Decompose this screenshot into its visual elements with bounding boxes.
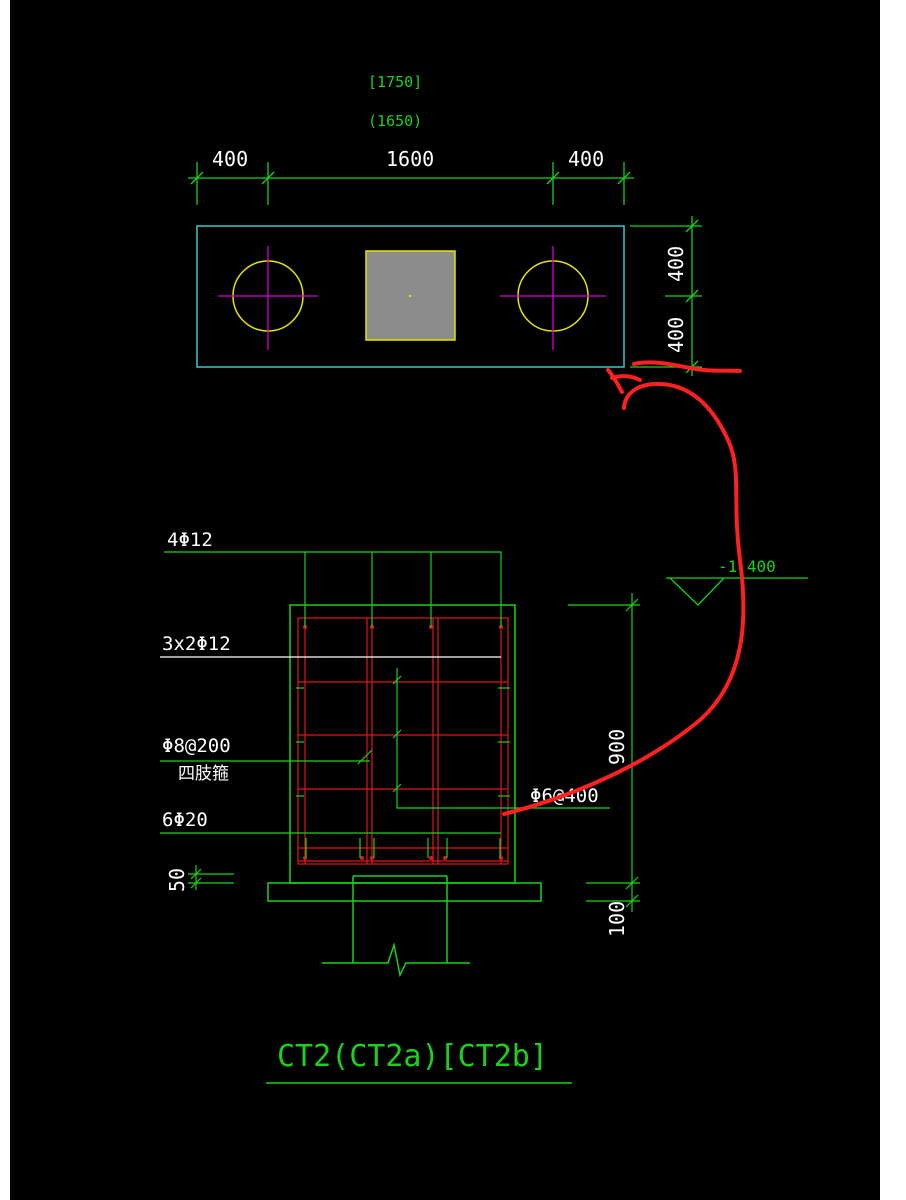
- annotation-arrow-curve: [502, 381, 746, 816]
- pile-left: [218, 246, 318, 350]
- label-bottom-bars: 6Φ20: [162, 809, 208, 831]
- plan-dim-total-2: (1650): [368, 112, 422, 130]
- annotation-arrow-head: [606, 368, 642, 394]
- elevation-value: -1.400: [718, 557, 776, 576]
- column-section: [365, 250, 456, 341]
- tie-details: [296, 668, 510, 858]
- plan-dim-middle: 1600: [386, 147, 434, 171]
- dim-height: 900: [605, 729, 629, 765]
- drawing-title: CT2(CT2a)[CT2b]: [277, 1039, 548, 1074]
- plan-view: [1750] (1650) 400 1600 400: [188, 73, 702, 376]
- dim-cover: 50: [165, 868, 189, 892]
- plan-dim-total-1: [1750]: [368, 73, 422, 91]
- leader-lines: [160, 551, 610, 834]
- elevation-marker: [666, 577, 808, 606]
- plan-dim-side-lower: 400: [664, 317, 688, 353]
- cushion-layer: [267, 882, 542, 902]
- rebar-cage: [297, 617, 509, 865]
- drawing-background: [10, 0, 880, 1200]
- plan-dim-right: 400: [568, 147, 604, 171]
- section-view: 4Φ12 3x2Φ12 Φ8@200 四肢箍 6Φ20 Φ6@400 50 90…: [160, 529, 808, 1084]
- pile-right: [500, 246, 606, 350]
- pile-cap-outline: [196, 225, 625, 368]
- label-top-bars: 4Φ12: [167, 529, 213, 551]
- hand-annotation: [502, 360, 746, 816]
- plan-dim-side-upper: 400: [664, 246, 688, 282]
- plan-dim-left: 400: [212, 147, 248, 171]
- cover-dimension: [188, 865, 234, 890]
- annotation-underline: [632, 360, 742, 373]
- label-stirrup-note: 四肢箍: [178, 764, 229, 784]
- dim-base: 100: [605, 901, 629, 937]
- label-side-bars: 3x2Φ12: [162, 633, 231, 655]
- height-dimension: [568, 593, 640, 912]
- plan-horizontal-dimension: [188, 162, 634, 205]
- pile-below: [322, 875, 470, 978]
- label-stirrup: Φ8@200: [162, 735, 231, 757]
